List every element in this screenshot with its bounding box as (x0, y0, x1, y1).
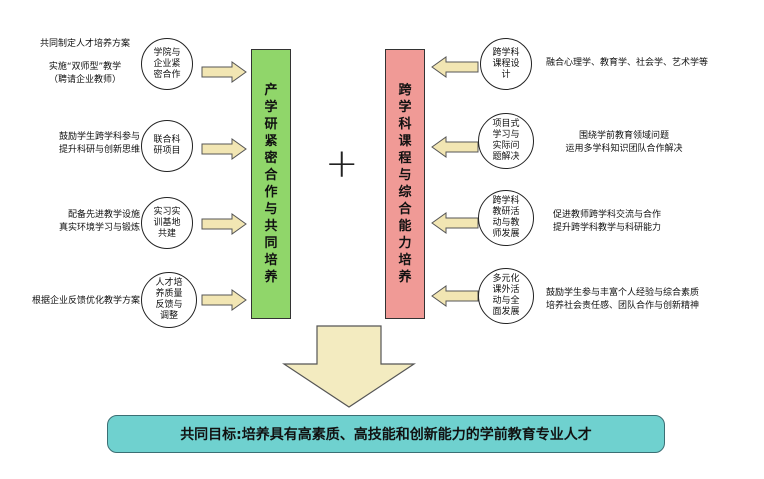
left-note-4: 根据企业反馈优化教学方案 (4, 295, 140, 308)
left-circle-3-label: 实习实 训基地 共建 (153, 206, 181, 239)
left-note-4-line-1: 根据企业反馈优化教学方案 (31, 296, 140, 306)
left-note-3-line-1: 配备先进教学设施 (67, 210, 140, 220)
right-note-2-line-2: 运用多学科知识团队合作解决 (565, 144, 683, 154)
right-note-4-line-2: 培养社会责任感、团队合作与创新精神 (546, 301, 700, 311)
right-circle-3: 跨学科 教研活 动与教 师发展 (478, 190, 534, 246)
left-note-3: 配备先进教学设施 真实环境学习与锻炼 (20, 209, 140, 235)
plus-sign: + (325, 141, 359, 187)
left-note-1-line-3: （聘请企业教师） (48, 75, 121, 85)
right-note-3-line-1: 促进教师跨学科交流与合作 (553, 210, 662, 220)
left-arrow-2 (201, 138, 247, 160)
right-circle-1: 跨学科 课程设 计 (480, 38, 532, 90)
right-note-2-line-1: 围绕学前教育领域问题 (578, 131, 669, 141)
left-arrow-3 (201, 213, 247, 235)
right-circle-3-label: 跨学科 教研活 动与教 师发展 (492, 196, 520, 239)
left-circle-3: 实习实 训基地 共建 (141, 197, 193, 249)
left-note-3-line-2: 真实环境学习与锻炼 (58, 223, 140, 233)
right-circle-2: 项目式 学习与 实际问 题解决 (478, 113, 534, 169)
right-circle-2-label: 项目式 学习与 实际问 题解决 (492, 119, 520, 162)
left-note-1-line-2: 实施“双师型”教学 (48, 62, 122, 72)
right-note-3: 促进教师跨学科交流与合作 提升跨学科教学与科研能力 (553, 209, 661, 235)
right-circle-4: 多元化 课外活 动与全 面发展 (478, 268, 534, 324)
left-note-2-line-1: 鼓励学生跨学科参与 (58, 132, 140, 142)
right-red-bar: 跨学科课程与综合能力培养 (385, 49, 425, 319)
right-circle-1-label: 跨学科 课程设 计 (492, 47, 520, 80)
right-arrow-2 (431, 136, 479, 158)
right-note-3-line-2: 提升跨学科教学与科研能力 (553, 223, 662, 233)
left-arrow-1 (201, 61, 247, 83)
left-circle-2: 联合科 研项目 (141, 120, 193, 172)
right-note-1: 融合心理学、教育学、社会学、艺术学等 (546, 57, 708, 70)
left-circle-1-label: 学院与 企业紧 密合作 (153, 47, 181, 80)
right-arrow-1 (431, 56, 479, 78)
right-note-4: 鼓励学生参与丰富个人经验与综合素质 培养社会责任感、团队合作与创新精神 (546, 287, 699, 313)
left-note-1-line-1: 共同制定人才培养方案 (39, 39, 130, 49)
left-circle-1: 学院与 企业紧 密合作 (141, 38, 193, 90)
left-arrow-4 (201, 289, 247, 311)
left-circle-4-label: 人才培 养质量 反馈与 调整 (155, 278, 183, 321)
right-arrow-3 (431, 212, 479, 234)
right-note-2: 围绕学前教育领域问题 运用多学科知识团队合作解决 (540, 130, 708, 156)
left-note-2-line-2: 提升科研与创新思维 (58, 145, 140, 155)
big-down-arrow (282, 325, 416, 408)
left-green-bar: 产学研紧密合作与共同培养 (251, 49, 291, 319)
left-circle-2-label: 联合科 研项目 (153, 135, 181, 156)
left-note-1: 共同制定人才培养方案 实施“双师型”教学 （聘请企业教师） (26, 38, 144, 87)
common-goal-box: 共同目标:培养具有高素质、高技能和创新能力的学前教育专业人才 (107, 415, 665, 453)
left-note-2: 鼓励学生跨学科参与 提升科研与创新思维 (20, 131, 140, 157)
right-circle-4-label: 多元化 课外活 动与全 面发展 (492, 274, 520, 317)
common-goal-label: 共同目标:培养具有高素质、高技能和创新能力的学前教育专业人才 (180, 427, 592, 443)
right-note-4-line-1: 鼓励学生参与丰富个人经验与综合素质 (546, 288, 700, 298)
right-bar-label: 跨学科课程与综合能力培养 (398, 83, 412, 285)
left-circle-4: 人才培 养质量 反馈与 调整 (141, 272, 197, 328)
right-note-1-line-1: 融合心理学、教育学、社会学、艺术学等 (546, 58, 709, 68)
right-arrow-4 (431, 285, 479, 307)
left-bar-label: 产学研紧密合作与共同培养 (264, 83, 278, 285)
